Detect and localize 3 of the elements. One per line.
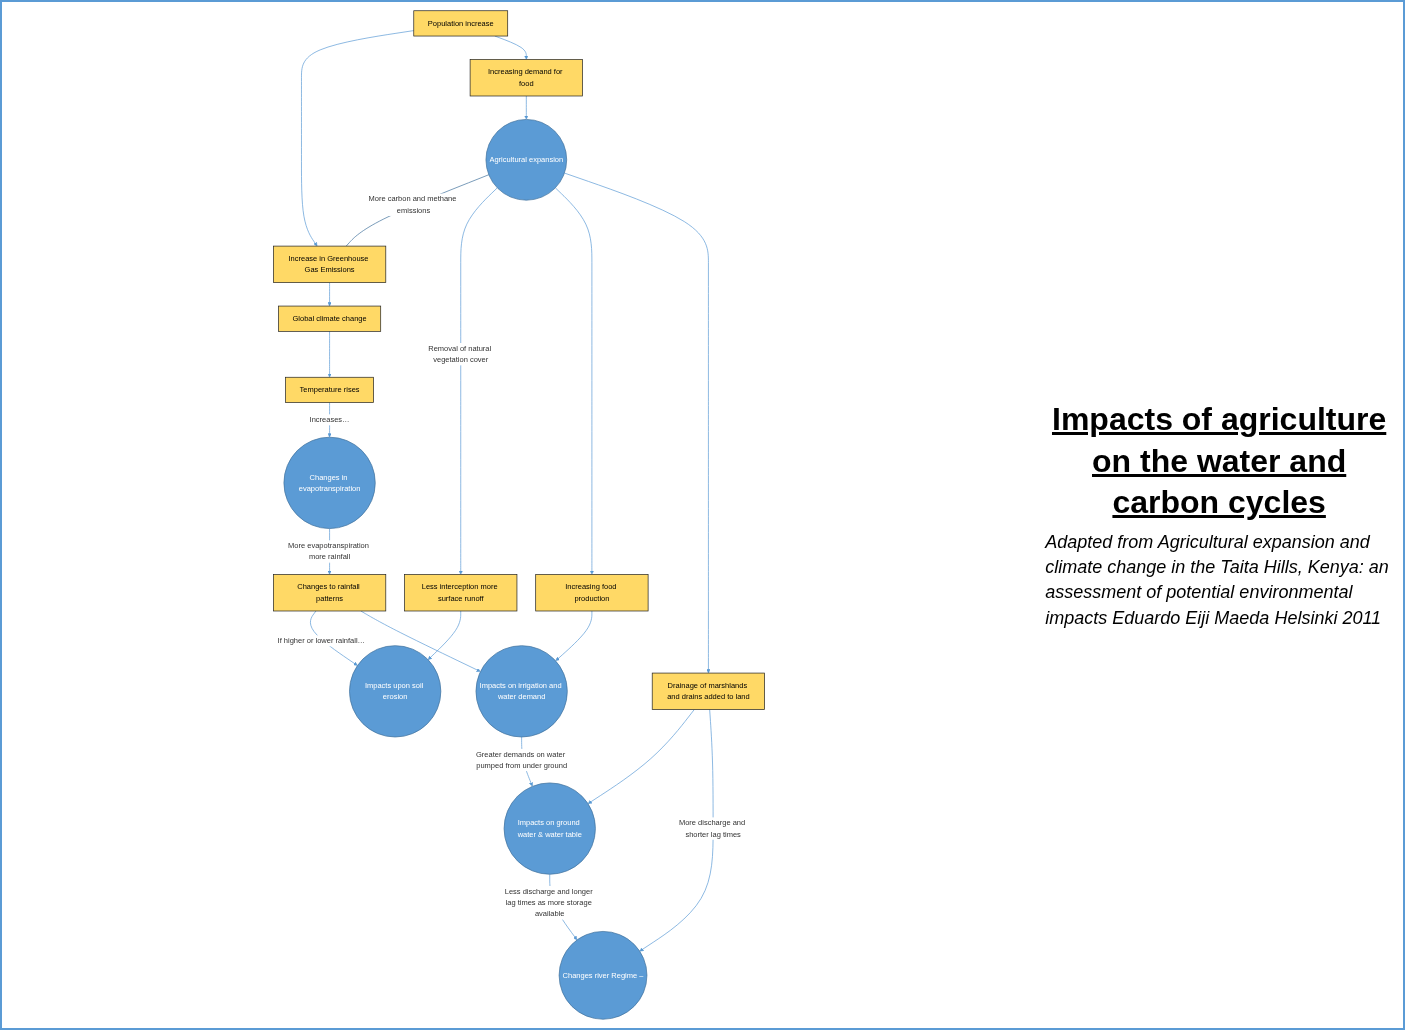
diagram-title: Impacts of agriculture on the water and carbon cycles (1051, 400, 1388, 523)
connector (345, 174, 489, 247)
source-caption: Adapted from Agricultural expansion and climate change in the Taita Hills, Kenya: an assessment of potential environmental impacts Eduardo Eiji Maeda Helsinki 2011 (1045, 531, 1390, 630)
